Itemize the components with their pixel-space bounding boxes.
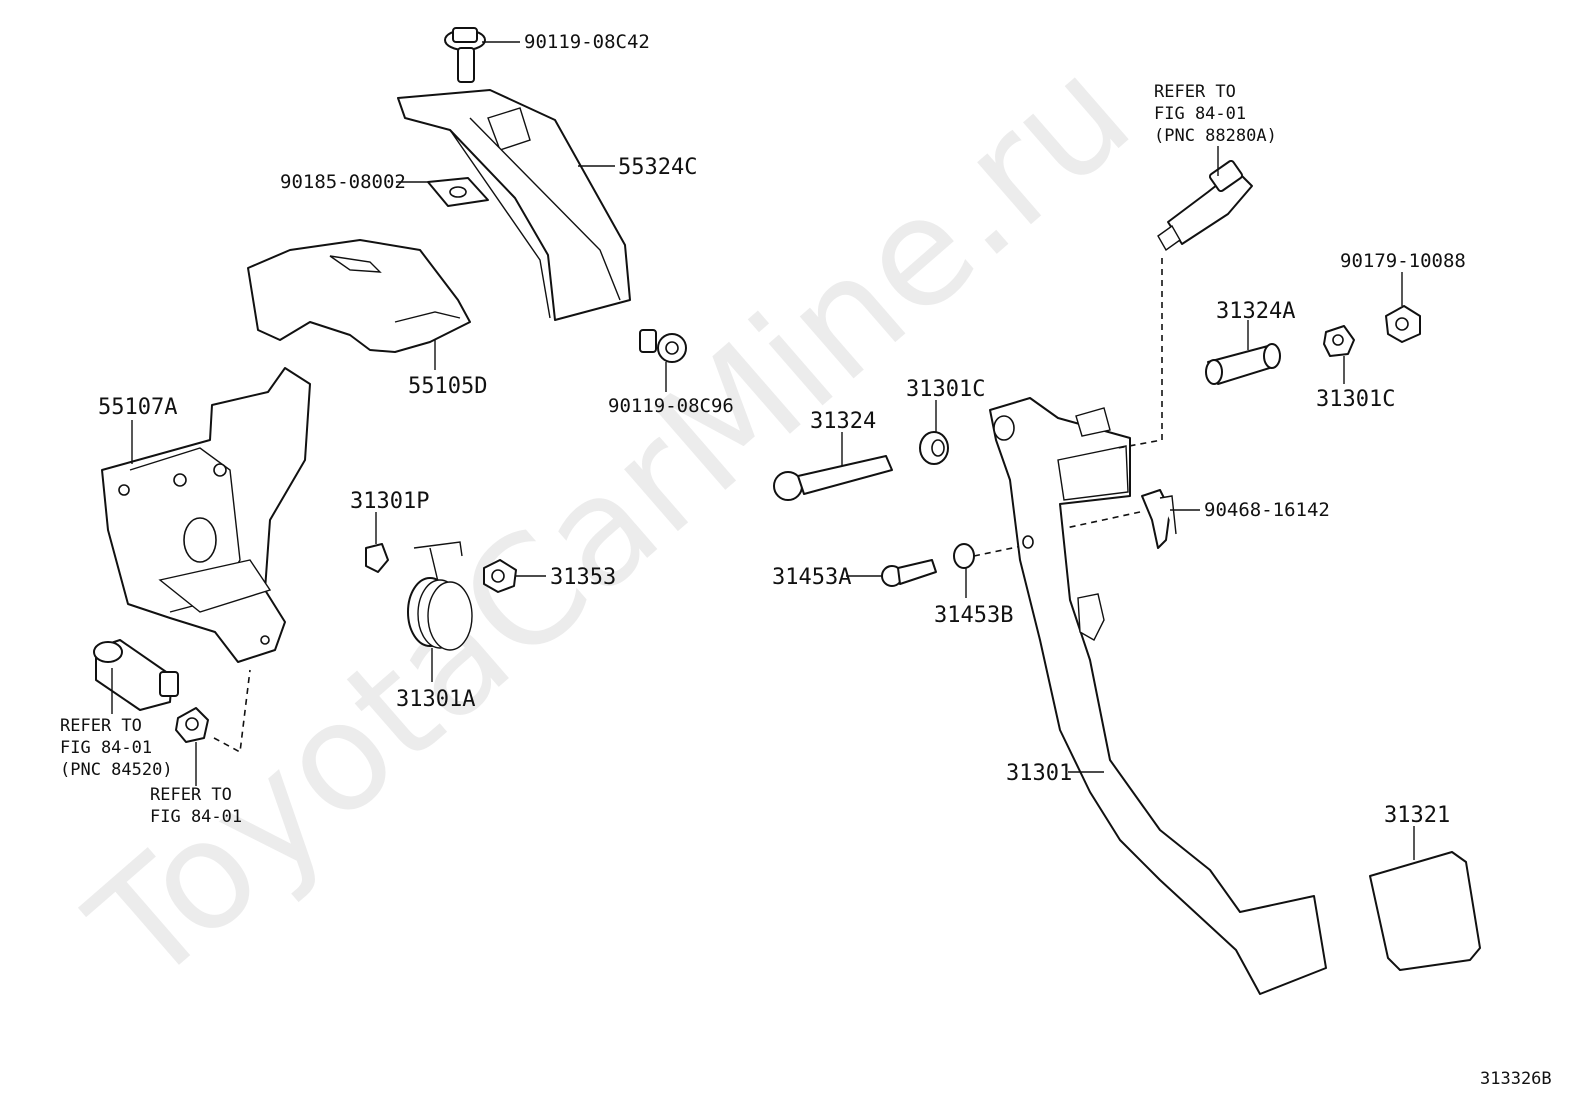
collar-31301C-left[interactable] <box>919 400 949 465</box>
pin-31453A[interactable] <box>846 559 937 587</box>
refer-line-1: REFER TO <box>60 716 142 736</box>
label-90119-08C42: 90119-08C42 <box>524 31 650 53</box>
switch-84520[interactable] <box>93 639 179 714</box>
label-31301C-left: 31301C <box>906 377 985 402</box>
label-55324C: 55324C <box>618 155 697 180</box>
label-31353: 31353 <box>550 565 616 590</box>
bolt-31324[interactable] <box>773 432 893 501</box>
refer-line-3: (PNC 88280A) <box>1154 126 1277 146</box>
refer-line-2: FIG 84-01 <box>60 738 152 758</box>
label-31301A: 31301A <box>396 687 475 712</box>
label-31301: 31301 <box>1006 761 1072 786</box>
refer-line-2: FIG 84-01 <box>1154 104 1246 124</box>
pedal-pad-31321[interactable] <box>1369 826 1481 971</box>
switch-88280A[interactable] <box>1157 146 1253 252</box>
spring-31301A[interactable] <box>407 541 473 682</box>
label-31453B: 31453B <box>934 603 1013 628</box>
bushing-31353[interactable] <box>483 559 546 593</box>
label-90468-16142: 90468-16142 <box>1204 499 1330 521</box>
label-31321: 31321 <box>1384 803 1450 828</box>
refer-line-1: REFER TO <box>150 785 232 805</box>
dash-switch-to-arm <box>1117 258 1163 449</box>
refer-line-1: REFER TO <box>1154 82 1236 102</box>
figure-code: 313326B <box>1480 1069 1552 1089</box>
bolt-90119-08C96[interactable] <box>639 329 687 392</box>
nut-90185-08002[interactable] <box>396 177 489 207</box>
refer-line-2: FIG 84-01 <box>150 807 242 827</box>
dash-31453B <box>973 545 1023 557</box>
label-31324A: 31324A <box>1216 299 1295 324</box>
refer-line-3: (PNC 84520) <box>60 760 173 780</box>
nut-refer-84-01[interactable] <box>175 707 209 786</box>
label-55105D: 55105D <box>408 374 487 399</box>
bolt-90119-08C42[interactable] <box>444 27 520 83</box>
label-55107A: 55107A <box>98 395 177 420</box>
dash-clip-to-arm <box>1065 511 1141 529</box>
cover-55105D[interactable] <box>247 239 471 370</box>
clip-90468-16142[interactable] <box>1141 489 1200 549</box>
pedal-arm-31301[interactable] <box>989 397 1327 995</box>
label-31453A: 31453A <box>772 565 851 590</box>
clip-31301P[interactable] <box>365 512 389 573</box>
bracket-55324C[interactable] <box>397 89 631 321</box>
label-90179-10088: 90179-10088 <box>1340 250 1466 272</box>
collar-31301C-right[interactable] <box>1323 325 1355 384</box>
nut-90179-10088[interactable] <box>1385 272 1421 343</box>
label-31301P: 31301P <box>350 489 429 514</box>
bracket-55107A[interactable] <box>101 367 311 663</box>
label-90119-08C96: 90119-08C96 <box>608 395 734 417</box>
label-31301C-right: 31301C <box>1316 387 1395 412</box>
bushing-31453B[interactable] <box>953 543 975 598</box>
label-31324: 31324 <box>810 409 876 434</box>
collar-31324A[interactable] <box>1205 320 1281 385</box>
label-90185-08002: 90185-08002 <box>280 171 406 193</box>
